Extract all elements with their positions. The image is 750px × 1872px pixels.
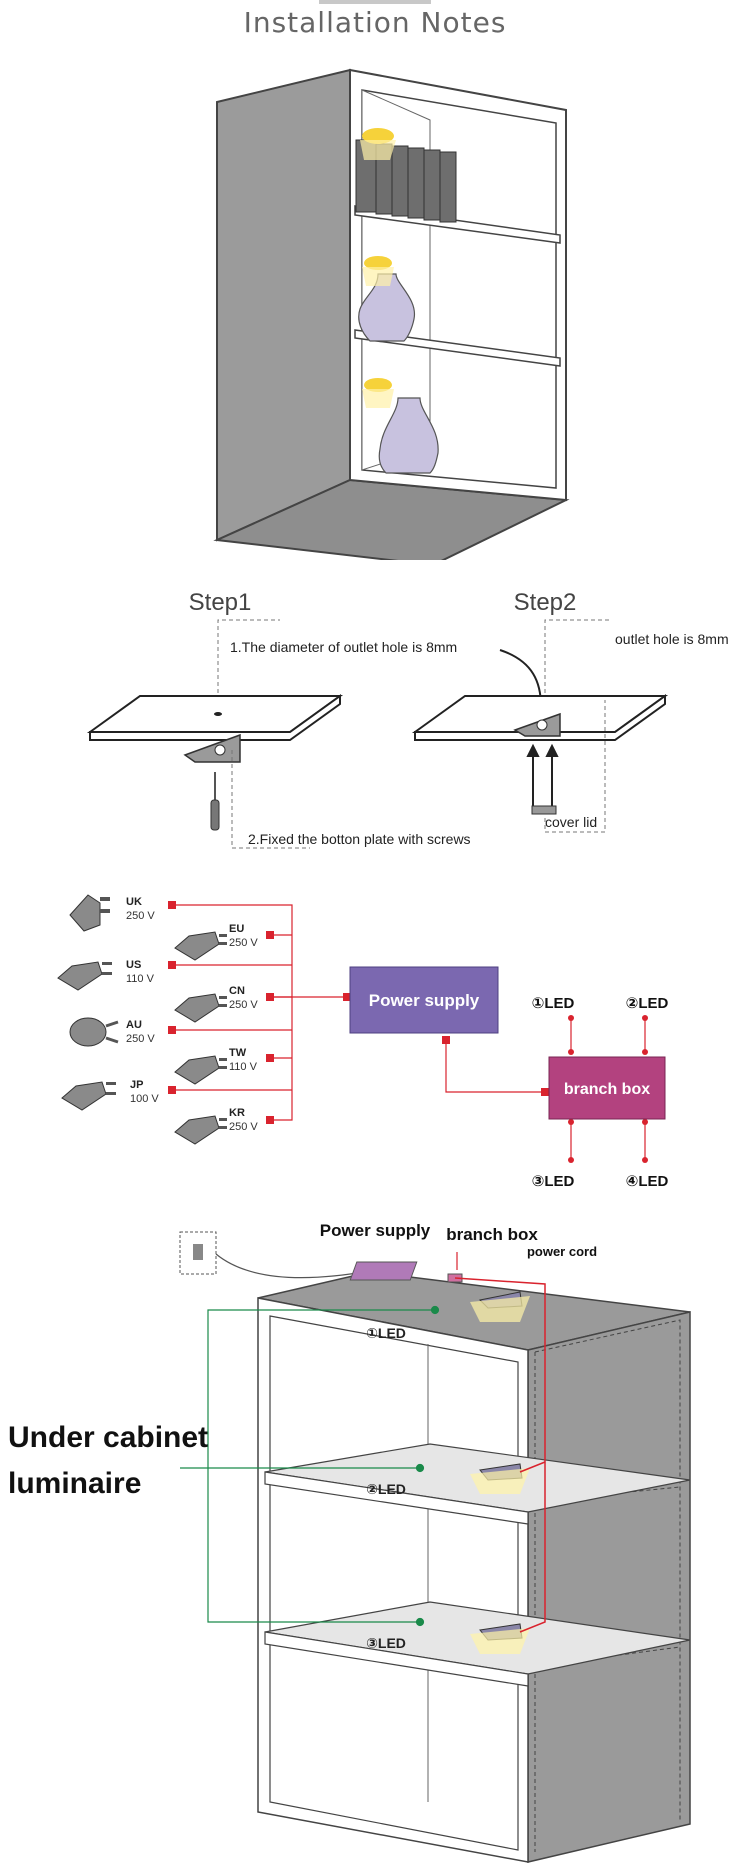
install-branch-box-label: branch box	[446, 1225, 538, 1244]
vase-upper	[358, 273, 415, 342]
plug-tw-voltage: 110 V	[229, 1061, 258, 1073]
step2-callout-lid	[544, 700, 606, 833]
cabinet-illustration	[213, 68, 570, 560]
wiring-diagram: UK 250 V US 110 V AU 250 V JP 100 V EU 2…	[57, 894, 669, 1190]
plug-jp-voltage: 100 V	[130, 1093, 159, 1105]
install-cabinet-opening	[269, 1315, 519, 1851]
branch-box-label: branch box	[564, 1081, 650, 1098]
plug-uk: UK 250 V	[69, 894, 155, 932]
callout-under-cabinet: Under cabinet	[8, 1421, 209, 1454]
plug-tw: TW 110 V	[174, 1047, 258, 1085]
plug-cn: CN 250 V	[174, 985, 258, 1023]
plug-eu-country: EU	[229, 923, 244, 935]
install-led-2-label: ②LED	[366, 1481, 406, 1497]
step2-callout-top	[544, 619, 610, 700]
step2-heading: Step2	[514, 589, 577, 616]
plug-au: AU 250 V	[69, 1017, 155, 1047]
plug-cn-country: CN	[229, 985, 245, 997]
page-title: Installation Notes	[243, 6, 507, 39]
install-cabinet-side	[527, 1311, 691, 1863]
plug-uk-voltage: 250 V	[126, 910, 155, 922]
install-led-3-label: ③LED	[366, 1635, 406, 1651]
step1-plank-edge	[89, 694, 341, 741]
cabinet-side-panel	[216, 68, 351, 542]
install-power-cord-label: power cord	[527, 1244, 597, 1259]
plug-us-voltage: 110 V	[126, 973, 155, 985]
install-led-1-label: ①LED	[366, 1325, 406, 1341]
step2-arrows	[526, 743, 559, 810]
wiring-nodes	[168, 901, 648, 1163]
step1-heading: Step1	[189, 589, 252, 616]
screwdriver-icon	[210, 772, 220, 831]
install-light-glow	[470, 1296, 530, 1654]
step1-note-2: 2.Fixed the botton plate with screws	[248, 831, 471, 847]
steps-diagram: Step1 1.The diameter of outlet hole is 8…	[86, 589, 729, 849]
wiring-led-1: ①LED	[532, 995, 575, 1012]
vase-lower	[378, 397, 439, 474]
title-top-bar	[319, 0, 431, 4]
plug-uk-country: UK	[126, 896, 142, 908]
branch-box	[548, 1056, 666, 1120]
install-power-supply-device	[349, 1261, 418, 1281]
wall-socket-icon	[179, 1231, 217, 1275]
power-supply-box	[349, 966, 499, 1034]
plug-tw-country: TW	[229, 1047, 247, 1059]
power-supply-label: Power supply	[369, 991, 480, 1010]
step1-callout-bottom	[231, 750, 310, 849]
step2-note-hole: outlet hole is 8mm	[615, 631, 729, 647]
step1-luminaire	[183, 733, 241, 763]
installed-cabinet-diagram: Power supply branch box power cord	[179, 1221, 691, 1863]
wiring-led-3: ③LED	[532, 1173, 575, 1190]
plug-eu: EU 250 V	[174, 923, 258, 961]
plug-jp: JP 100 V	[61, 1079, 159, 1111]
step1-note-1: 1.The diameter of outlet hole is 8mm	[230, 639, 457, 655]
plug-jp-country: JP	[130, 1079, 143, 1091]
install-power-supply-label: Power supply	[320, 1221, 431, 1240]
plug-us: US 110 V	[57, 959, 155, 991]
plug-us-country: US	[126, 959, 141, 971]
cover-lid-icon	[531, 805, 557, 815]
wiring-led-2: ②LED	[626, 995, 669, 1012]
plug-kr-voltage: 250 V	[229, 1121, 258, 1133]
install-red-cord	[454, 1277, 546, 1633]
step1-outlet-hole	[214, 712, 222, 716]
cabinet-lights	[360, 128, 396, 408]
plug-cn-voltage: 250 V	[229, 999, 258, 1011]
plug-eu-voltage: 250 V	[229, 937, 258, 949]
plug-kr-country: KR	[229, 1107, 245, 1119]
step1-callout-top	[217, 619, 280, 700]
plug-au-country: AU	[126, 1019, 142, 1031]
books	[355, 139, 457, 223]
plug-kr: KR 250 V	[174, 1107, 258, 1145]
wall-cord	[215, 1253, 376, 1279]
callout-luminaire: luminaire	[8, 1467, 142, 1500]
wiring-led-4: ④LED	[626, 1173, 669, 1190]
step2-note-lid: cover lid	[545, 814, 597, 830]
step2-plank-edge	[414, 694, 666, 741]
plug-au-voltage: 250 V	[126, 1033, 155, 1045]
install-hidden-edges	[527, 1319, 681, 1852]
install-callout-lines	[180, 1305, 440, 1627]
